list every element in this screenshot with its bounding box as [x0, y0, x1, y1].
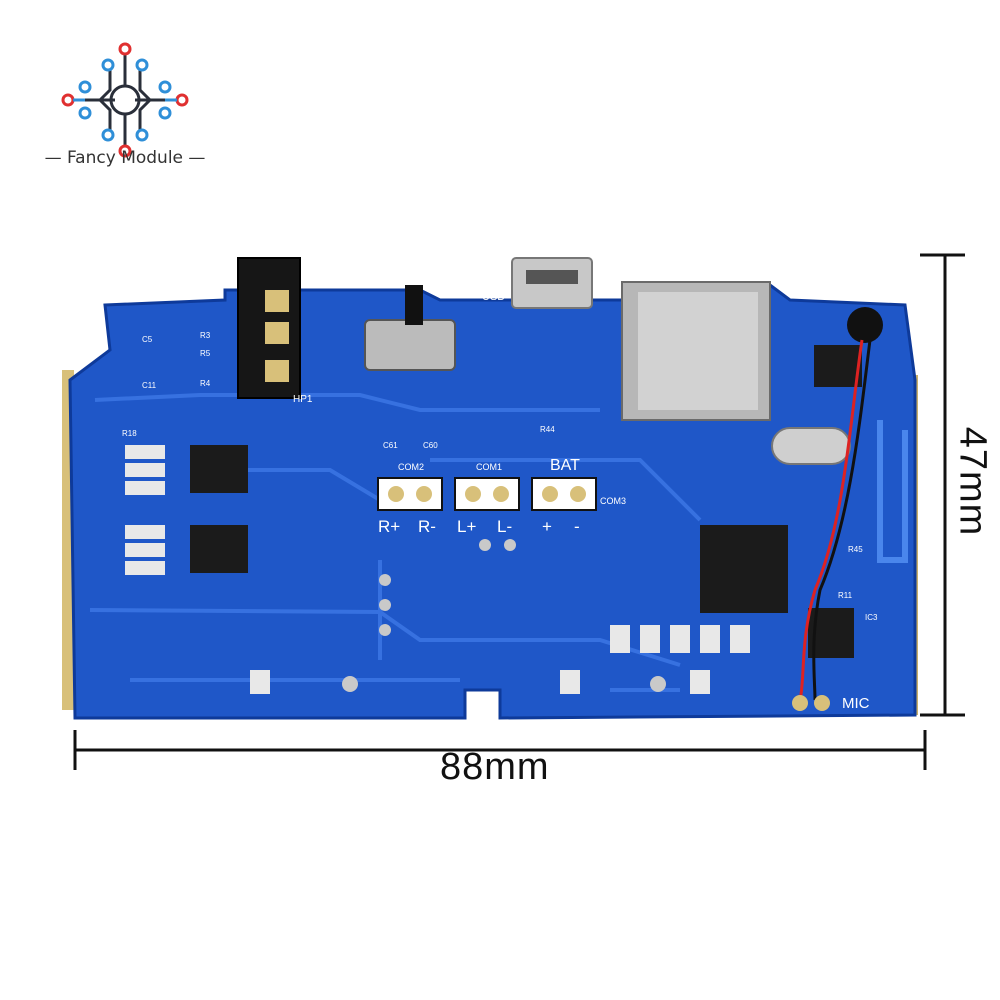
r-plus-label: R+: [378, 517, 400, 536]
ic3-label: IC3: [865, 613, 878, 622]
com3-connector: [531, 477, 597, 511]
fancy-module-logo-icon: [61, 42, 189, 158]
ic-chip: [190, 525, 248, 573]
bat-plus-label: +: [542, 517, 552, 536]
com1-connector: [454, 477, 520, 511]
r3-label: R3: [200, 331, 211, 340]
r5-label: R5: [200, 349, 211, 358]
r-minus-label: R-: [418, 517, 436, 536]
mic-label: MIC: [842, 695, 870, 712]
r18-label: R18: [122, 429, 137, 438]
c60-label: C60: [423, 441, 438, 450]
height-dimension-label: 47mm: [951, 426, 994, 537]
com2-connector: [377, 477, 443, 511]
com1-label: COM1: [476, 462, 502, 472]
r45-label: R45: [848, 545, 863, 554]
width-dimension-line: [73, 730, 927, 770]
bat-minus-label: -: [574, 517, 580, 536]
ic-chip: [814, 345, 862, 387]
l-plus-label: L+: [457, 517, 476, 536]
l-minus-label: L-: [497, 517, 512, 536]
ic-chip: [190, 445, 248, 493]
c27-label: C27: [597, 291, 612, 300]
brand-name: — Fancy Module —: [44, 148, 206, 168]
c11-label: C11: [142, 381, 157, 390]
com3-label: COM3: [600, 496, 626, 506]
usb-label: USB: [482, 291, 505, 303]
c5-label: C5: [142, 335, 153, 344]
r11-label: R11: [838, 591, 853, 600]
r44-label: R44: [540, 425, 555, 434]
hp1-label: HP1: [293, 394, 313, 405]
main-mcu-chip: [700, 525, 788, 613]
height-dimension-line: [920, 253, 965, 717]
microphone: [847, 307, 883, 343]
r4-label: R4: [200, 379, 211, 388]
width-dimension-label: 88mm: [440, 746, 550, 788]
com2-label: COM2: [398, 462, 424, 472]
bat-label: BAT: [550, 457, 580, 474]
c61-label: C61: [383, 441, 398, 450]
